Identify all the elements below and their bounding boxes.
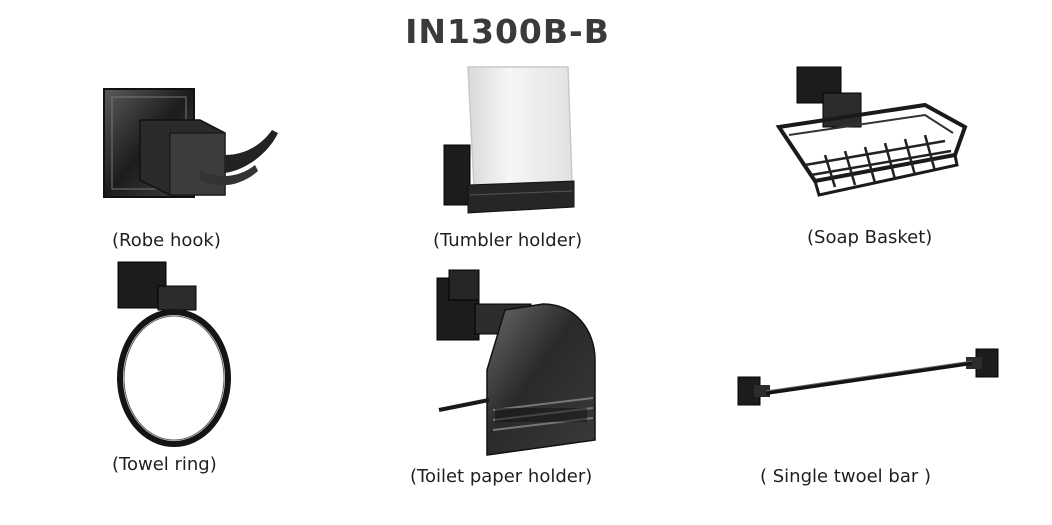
toilet-paper-holder-image	[436, 269, 596, 456]
product-code-title: IN1300B-B	[405, 12, 610, 51]
soap-basket-product: (Soap Basket)	[775, 65, 970, 248]
single-towel-bar-image	[737, 348, 999, 406]
towel-ring-image	[117, 261, 231, 447]
single-towel-bar-product: ( Single twoel bar )	[730, 345, 1010, 487]
robe-hook-label: (Robe hook)	[112, 230, 221, 251]
tumbler-holder-label: (Tumbler holder)	[433, 230, 583, 251]
tumbler-holder-product: (Tumbler holder)	[433, 65, 582, 251]
robe-hook-image	[103, 88, 278, 198]
single-towel-bar-label: ( Single twoel bar )	[760, 466, 931, 487]
tumbler-holder-image	[443, 66, 575, 214]
toilet-paper-holder-product: (Toilet paper holder)	[410, 269, 605, 487]
toilet-paper-holder-label: (Toilet paper holder)	[410, 466, 593, 487]
soap-basket-label: (Soap Basket)	[807, 227, 933, 248]
towel-ring-product: (Towel ring)	[110, 258, 250, 475]
soap-basket-image	[775, 66, 968, 197]
towel-ring-label: (Towel ring)	[112, 454, 217, 475]
robe-hook-product: (Robe hook)	[100, 85, 280, 251]
